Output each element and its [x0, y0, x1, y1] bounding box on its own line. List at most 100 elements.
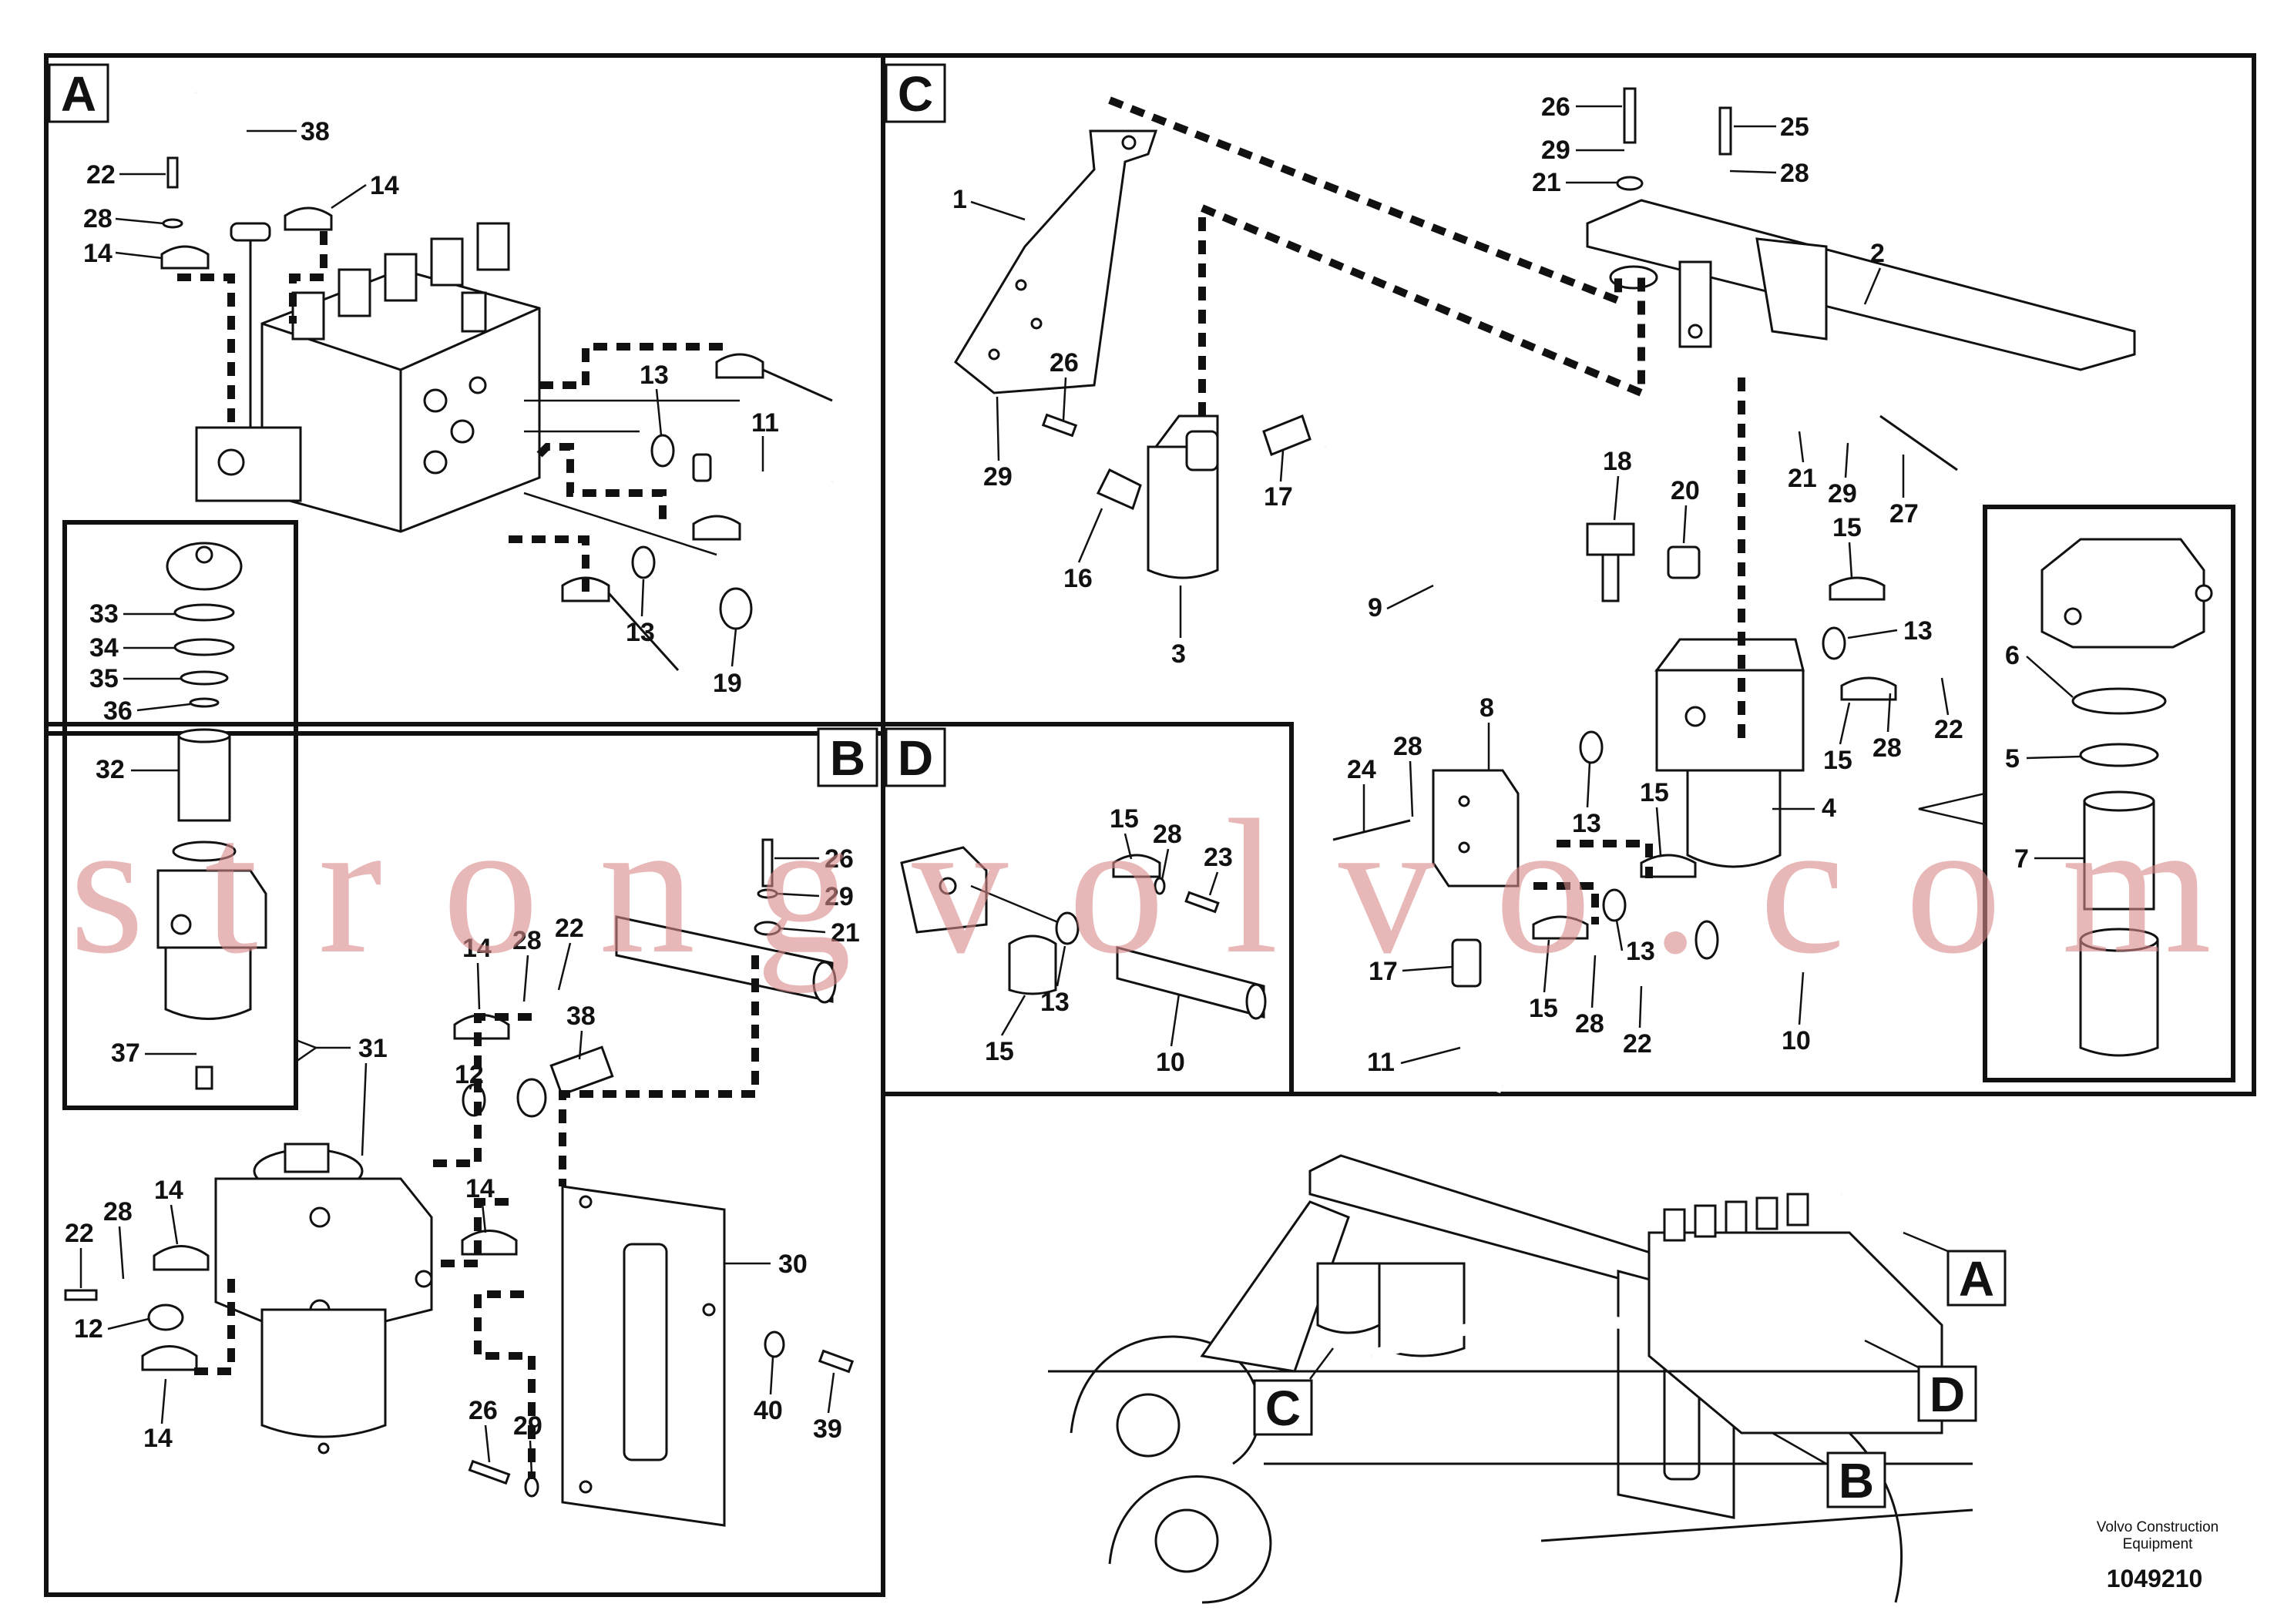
callout-label-c: C [1265, 1381, 1301, 1436]
label-21: 21 [1532, 168, 1561, 197]
section-label-d: D [898, 730, 933, 786]
section-b-drawing [64, 838, 855, 1527]
section-frames [44, 53, 2256, 1597]
label-24: 24 [1347, 755, 1376, 784]
callout-d: D [1917, 1365, 1977, 1422]
label-15: 15 [1832, 513, 1862, 542]
section-label-b: B [830, 730, 865, 786]
label-2: 2 [1870, 239, 1885, 268]
callout-label-b: B [1839, 1453, 1874, 1508]
footer: Volvo Construction Equipment 1049210 [2097, 1519, 2218, 1592]
label-10: 10 [1782, 1026, 1811, 1055]
section-letter-d: D [885, 727, 946, 787]
section-a-drawing [160, 90, 834, 672]
label-14: 14 [465, 1174, 495, 1203]
section-letter-b: B [817, 727, 878, 787]
label-29: 29 [513, 1411, 542, 1441]
label-21: 21 [1788, 464, 1817, 493]
label-39: 39 [813, 1414, 842, 1444]
label-31: 31 [358, 1034, 388, 1063]
label-13: 13 [626, 618, 655, 647]
label-23: 23 [1204, 843, 1233, 872]
section-letter-c: C [885, 63, 946, 123]
label-8: 8 [1480, 693, 1494, 723]
label-25: 25 [1780, 112, 1809, 142]
label-34: 34 [89, 633, 119, 663]
frame-d [881, 722, 1294, 1096]
label-6: 6 [2005, 641, 2020, 670]
label-28: 28 [1780, 159, 1809, 188]
label-10: 10 [1156, 1048, 1185, 1077]
labels-section-a: 38 22 14 28 14 13 11 13 19 33 34 35 36 3… [83, 117, 779, 1156]
detail-c-pointer [1918, 792, 1986, 826]
document-number: 1049210 [2107, 1565, 2203, 1592]
callout-a: A [1946, 1250, 2007, 1307]
label-29: 29 [1828, 479, 1857, 508]
detail-a-drawing [156, 542, 267, 1090]
label-26: 26 [469, 1396, 498, 1425]
label-14: 14 [154, 1176, 183, 1205]
label-30: 30 [778, 1250, 808, 1279]
label-17: 17 [1369, 957, 1398, 986]
labels-section-c: 1 26 29 26 29 21 25 28 2 16 17 3 18 20 9… [952, 92, 2084, 1077]
label-16: 16 [1063, 564, 1093, 593]
label-5: 5 [2005, 744, 2020, 773]
label-12: 12 [74, 1314, 103, 1344]
label-15: 15 [1110, 804, 1139, 834]
label-28: 28 [1393, 732, 1422, 761]
label-28: 28 [1872, 733, 1902, 763]
label-33: 33 [89, 599, 119, 629]
label-21: 21 [831, 918, 860, 948]
label-20: 20 [1671, 476, 1700, 505]
section-label-a: A [61, 66, 96, 122]
callout-c: C [1253, 1379, 1313, 1436]
label-38: 38 [301, 117, 330, 146]
footer-company-line2: Equipment [2123, 1536, 2194, 1552]
section-d-drawing [900, 846, 1267, 1020]
label-22: 22 [65, 1219, 94, 1248]
label-28: 28 [1153, 820, 1182, 849]
label-22: 22 [555, 914, 584, 943]
label-1: 1 [952, 185, 967, 214]
labels-section-b: 26 29 21 14 28 22 38 12 14 22 28 14 12 1… [65, 844, 860, 1476]
frame-b [44, 722, 885, 1597]
label-28: 28 [1575, 1009, 1604, 1038]
label-28: 28 [512, 926, 542, 955]
label-17: 17 [1264, 482, 1293, 512]
label-11: 11 [1367, 1048, 1395, 1077]
label-13: 13 [1626, 937, 1655, 966]
frame-a [44, 53, 885, 736]
label-15: 15 [985, 1037, 1014, 1066]
label-14: 14 [370, 171, 399, 200]
label-35: 35 [89, 664, 119, 693]
label-36: 36 [103, 696, 133, 726]
label-22: 22 [1934, 715, 1963, 744]
label-29: 29 [825, 882, 854, 911]
label-14: 14 [143, 1424, 173, 1453]
section-c-drawing [954, 87, 2136, 1094]
label-38: 38 [566, 1002, 596, 1031]
label-29: 29 [1541, 136, 1570, 165]
label-13: 13 [1572, 809, 1601, 838]
labels-section-d: 15 28 23 13 15 10 [985, 804, 1233, 1077]
label-22: 22 [86, 160, 116, 190]
label-28: 28 [83, 204, 113, 233]
footer-company: Volvo Construction [2097, 1519, 2218, 1535]
label-3: 3 [1171, 639, 1186, 669]
label-15: 15 [1640, 778, 1669, 807]
label-14: 14 [83, 239, 113, 268]
callout-b: B [1826, 1451, 1886, 1508]
label-28: 28 [103, 1197, 133, 1226]
label-26: 26 [825, 844, 854, 874]
label-29: 29 [983, 462, 1013, 492]
label-37: 37 [111, 1038, 140, 1068]
label-19: 19 [713, 669, 742, 698]
label-14: 14 [462, 934, 492, 963]
watermark: strongvolvo.com [69, 780, 2212, 994]
detail-c-drawing [2040, 538, 2213, 1057]
label-13: 13 [1903, 616, 1933, 646]
label-4: 4 [1822, 794, 1836, 823]
detail-a-pointer [295, 1038, 318, 1063]
